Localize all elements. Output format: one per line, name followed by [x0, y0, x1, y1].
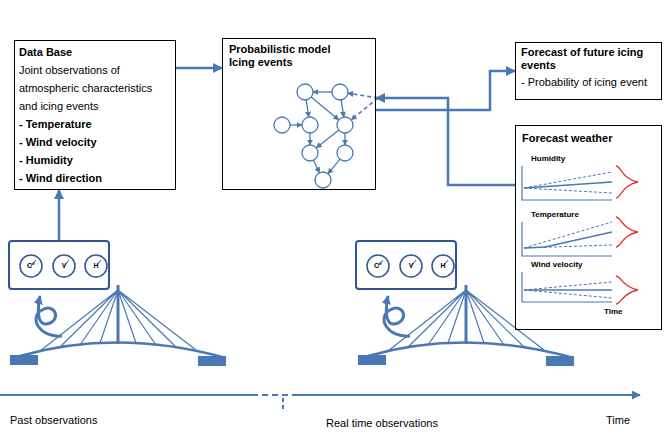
bridge-deck [20, 342, 226, 358]
cables [388, 290, 544, 351]
timeline [0, 395, 640, 410]
sensor-circle: C° [366, 254, 390, 278]
box-heading: V [399, 261, 423, 270]
time-axis [292, 394, 640, 396]
box-text: - Temperature [19, 115, 171, 133]
network [274, 84, 378, 188]
sensor-circle: H [431, 254, 455, 278]
sensor-box: C° VH [8, 240, 110, 290]
abutment [358, 355, 386, 365]
sensor-circle: V [399, 254, 423, 278]
box-text: Humidity [531, 154, 621, 164]
time-gap [262, 394, 290, 396]
box-heading: Forecast of future icing events [521, 46, 656, 72]
timeline-label: Time [606, 414, 630, 426]
box-heading: C° [366, 261, 390, 270]
box-heading: Probabilistic model Icing events [229, 43, 347, 69]
box-heading: Data Base [19, 43, 171, 61]
forecast-box: Forecast of future icing events - Probabi… [515, 42, 662, 100]
measure-arrow [384, 296, 410, 336]
forecast-charts [522, 166, 638, 304]
time-tick [282, 398, 284, 410]
abutment [198, 356, 226, 366]
flow-arrow [376, 98, 515, 185]
box-text: Wind velocity [531, 260, 621, 270]
box-text: Time [604, 307, 644, 317]
sensor-circle: V [52, 254, 76, 278]
box-heading: H [84, 261, 108, 270]
box-text: - Probability of icing event [521, 76, 656, 89]
box-text: Temperature [531, 210, 621, 220]
model-box: Probabilistic model Icing events [222, 38, 376, 190]
flow-arrow [176, 67, 222, 70]
sensor-box: C° VH [355, 240, 457, 290]
box-heading: Forecast weather [522, 131, 657, 145]
bridge [358, 285, 574, 366]
sensor-circle: C° [19, 254, 43, 278]
timeline-label: Past observations [10, 414, 97, 426]
flow-arrow [58, 190, 61, 240]
weather-box: Forecast weatherHumidityTemperatureWind … [515, 125, 662, 330]
abutment [10, 355, 38, 365]
box-text: - Humidity [19, 151, 171, 169]
bridge-deck [368, 342, 574, 358]
flow-arrow [376, 71, 515, 110]
box-heading: C° [19, 261, 43, 270]
time-axis [0, 394, 258, 396]
box-heading: H [431, 261, 455, 270]
abutment [546, 356, 574, 366]
box-text: - Wind direction [19, 169, 171, 187]
cables [40, 290, 196, 351]
box-text: - Wind velocity [19, 133, 171, 151]
measure-arrow [36, 296, 62, 336]
bridge [10, 285, 226, 366]
box-heading: V [52, 261, 76, 270]
database-box: Data BaseJoint observations of atmospher… [14, 40, 176, 190]
sensor-circle: H [84, 254, 108, 278]
timeline-label: Real time observations [326, 417, 438, 429]
box-text: Joint observations of atmospheric charac… [19, 61, 171, 115]
